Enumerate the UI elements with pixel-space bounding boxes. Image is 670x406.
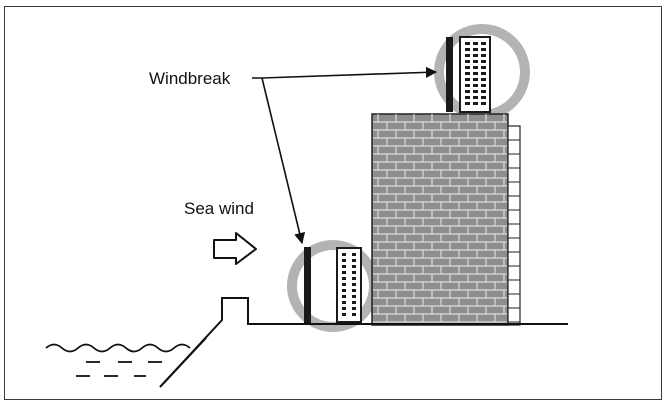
building [371,113,521,326]
diagram-frame [4,6,662,400]
sea [45,343,191,377]
windbreak-pointer-rooftop [252,66,438,79]
windbreak-pointer-ground [261,77,306,245]
ground-windbreak [304,247,362,323]
rooftop-windbreak [446,36,491,113]
windbreak-label: Windbreak [149,69,231,88]
seawall [159,297,252,388]
sea-wind-label: Sea wind [184,199,254,218]
sea-wind-arrow-icon [213,232,257,265]
